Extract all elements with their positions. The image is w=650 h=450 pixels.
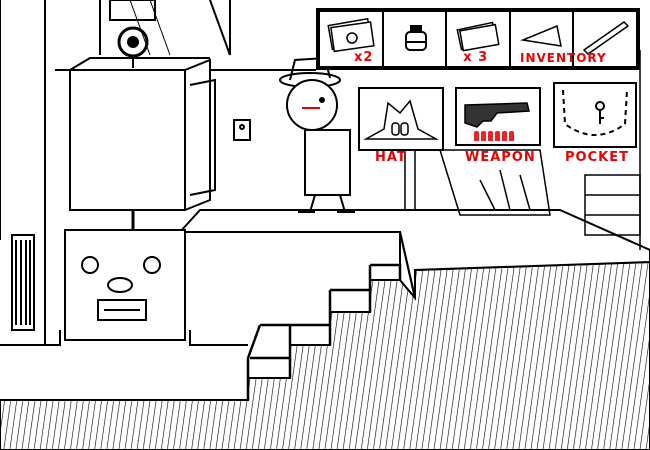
inventory-slot-cards[interactable]: x2 xyxy=(320,12,384,66)
card-stack-icon xyxy=(327,17,375,53)
pocket-slot[interactable] xyxy=(553,82,637,148)
weapon-label: WEAPON xyxy=(465,150,536,165)
wall-vent xyxy=(11,234,35,331)
inventory-bar: x2 x 3 xyxy=(316,8,640,70)
cruxtruder-face[interactable] xyxy=(64,210,186,341)
bullet-icon xyxy=(502,131,507,141)
stairs[interactable] xyxy=(246,263,402,400)
bullet-icon xyxy=(488,131,493,141)
bottle-icon xyxy=(404,25,427,51)
light-switch[interactable] xyxy=(233,119,251,141)
inventory-label: INVENTORY xyxy=(520,51,607,65)
revolver-icon xyxy=(464,102,530,128)
item-quantity: x 3 xyxy=(463,50,489,65)
business-card-icon xyxy=(456,21,500,52)
inventory-slot-pencil[interactable] xyxy=(574,12,636,66)
inventory-slot-cone[interactable] xyxy=(511,12,575,66)
item-quantity: x2 xyxy=(354,50,374,65)
inventory-slot-ink-bottle[interactable] xyxy=(384,12,448,66)
machinery xyxy=(404,50,641,250)
alchemiter-cube[interactable] xyxy=(69,57,216,211)
bullet-icon xyxy=(481,131,486,141)
ammo-indicator xyxy=(474,131,514,141)
bullet-icon xyxy=(495,131,500,141)
inventory-slot-business-cards[interactable]: x 3 xyxy=(447,12,511,66)
hat-label: HAT xyxy=(375,150,407,165)
player-character[interactable] xyxy=(279,56,355,213)
bullet-icon xyxy=(509,131,514,141)
weapon-slot[interactable] xyxy=(455,87,541,146)
key-icon xyxy=(562,89,628,136)
ceiling-camera[interactable] xyxy=(109,0,156,68)
pencil-icon xyxy=(583,21,630,55)
cone-icon xyxy=(520,24,562,47)
hat-slot[interactable] xyxy=(358,87,444,151)
bullet-icon xyxy=(474,131,479,141)
pocket-label: POCKET xyxy=(565,150,629,165)
fedora-icon xyxy=(363,99,439,140)
